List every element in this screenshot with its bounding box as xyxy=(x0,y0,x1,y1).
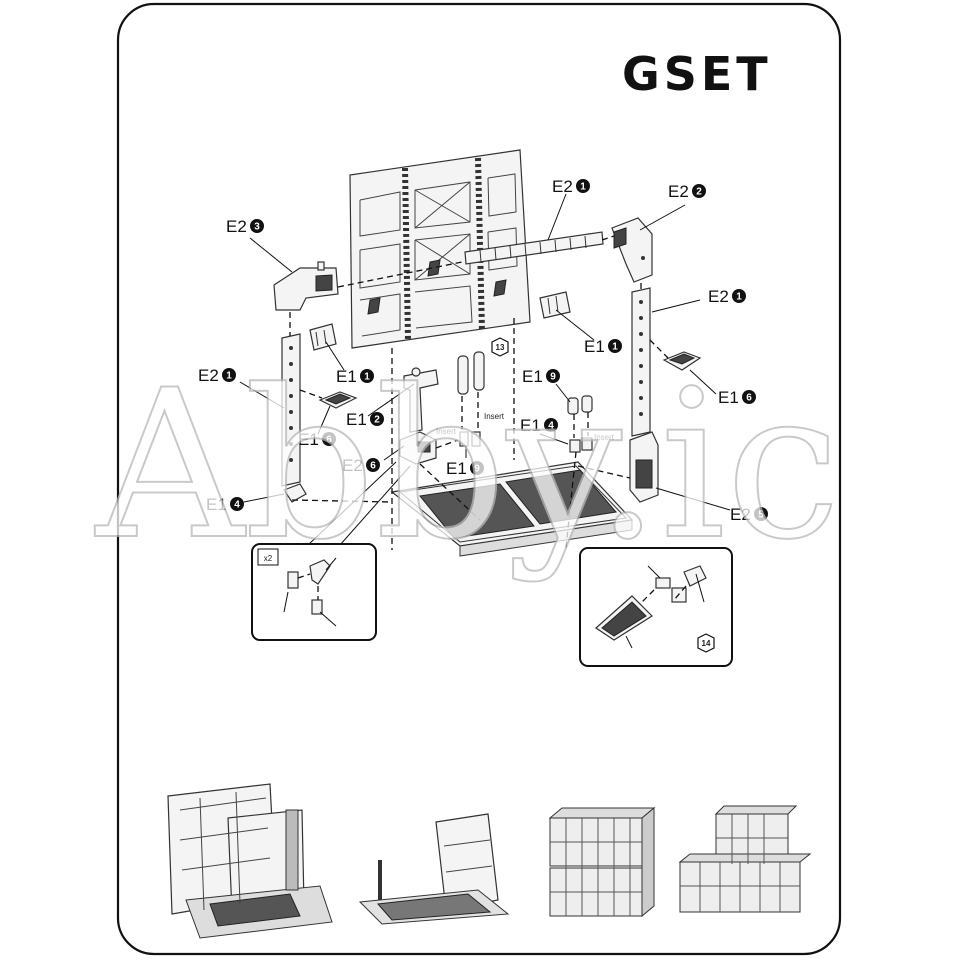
thumbnail-stacked-crates xyxy=(548,806,656,918)
part-number: 4 xyxy=(548,421,554,432)
detail-box-clip-assembly: 14 xyxy=(579,547,733,667)
part-label-e2-3: E2 3 xyxy=(226,217,264,236)
part-number: 9 xyxy=(474,464,480,475)
part-number: 9 xyxy=(550,372,556,383)
thumbnail-offset-crates xyxy=(678,805,812,913)
centre-joint-parts xyxy=(457,351,485,447)
right-base-block xyxy=(629,431,659,503)
part-number-badge xyxy=(692,184,706,198)
part-code: E2 xyxy=(552,177,573,196)
part-label-e2-1-top: E2 1 xyxy=(552,177,590,196)
part-label-e1-9-center: E1 9 xyxy=(446,459,484,478)
multiplier-label: x2 xyxy=(264,554,273,563)
part-code: E2 xyxy=(730,505,751,524)
part-number-badge xyxy=(608,339,622,353)
part-number-badge xyxy=(546,369,560,383)
part-number: 6 xyxy=(326,435,332,446)
part-code: E1 xyxy=(206,495,227,514)
part-code: E1 xyxy=(584,337,605,356)
part-label-e1-6-right: E1 6 xyxy=(718,388,756,407)
part-number-badge xyxy=(222,368,236,382)
right-pillar xyxy=(631,287,651,437)
part-label-e1-2: E1 2 xyxy=(346,410,384,429)
part-label-e2-2: E2 2 xyxy=(668,182,706,201)
assembly-guide-lines xyxy=(289,235,669,550)
insert-note-left: Insert xyxy=(436,427,457,436)
left-clip-part xyxy=(318,391,358,409)
detail-box-joint-assembly: x2 xyxy=(251,543,377,641)
part-number-badge xyxy=(250,219,264,233)
part-code: E1 xyxy=(336,367,357,386)
part-number-badge xyxy=(470,461,484,475)
part-number: 1 xyxy=(364,372,370,383)
part-number-badge xyxy=(366,458,380,472)
thumbnail-full-set xyxy=(167,783,333,939)
part-label-e1-1-left: E1 1 xyxy=(336,367,374,386)
part-number: 3 xyxy=(254,222,260,233)
left-foot-connector xyxy=(283,483,307,503)
part-code: E1 xyxy=(718,388,739,407)
part-number-badge xyxy=(742,390,756,404)
part-label-e1-4-left: E1 4 xyxy=(206,495,244,514)
part-label-e2-6: E2 6 xyxy=(342,456,380,475)
part-label-e2-1-right: E2 1 xyxy=(708,287,746,306)
left-corner-block xyxy=(273,261,339,311)
part-number: 4 xyxy=(234,500,240,511)
part-number-badge xyxy=(754,507,768,521)
part-number: 1 xyxy=(736,292,742,303)
part-code: E1 xyxy=(522,367,543,386)
part-label-e2-1-left: E2 1 xyxy=(198,366,236,385)
right-clip-part xyxy=(662,351,702,371)
part-number: 6 xyxy=(370,461,376,472)
part-number: 5 xyxy=(758,510,764,521)
svg-text:14: 14 xyxy=(702,639,711,648)
thumbnail-corner-wall xyxy=(358,813,510,925)
part-number-badge xyxy=(230,497,244,511)
part-code: E1 xyxy=(298,430,319,449)
part-number-badge xyxy=(732,289,746,303)
insert-note-right: Insert xyxy=(594,433,615,442)
part-number-badge xyxy=(544,418,558,432)
part-label-e1-4-mid: E1 4 xyxy=(520,416,558,435)
centre-base-block xyxy=(399,431,437,465)
part-code: E2 xyxy=(708,287,729,306)
part-code: E1 xyxy=(520,416,541,435)
step-13-badge: 13 xyxy=(491,337,509,357)
step-14-badge: 14 xyxy=(697,633,715,653)
part-label-e1-9-mid: E1 9 xyxy=(522,367,560,386)
part-number-badge xyxy=(576,179,590,193)
label-leader-lines xyxy=(239,193,731,546)
part-number-badge xyxy=(322,432,336,446)
brand-logo: GSET xyxy=(622,47,772,101)
right-bracket xyxy=(539,291,571,319)
right-corner-block xyxy=(611,217,653,283)
part-number: 1 xyxy=(226,371,232,382)
floor-plate xyxy=(390,461,634,557)
part-number-badge xyxy=(360,369,374,383)
insert-note-centre: Insert xyxy=(484,412,505,421)
part-code: E2 xyxy=(226,217,247,236)
part-code: E2 xyxy=(668,182,689,201)
part-code: E2 xyxy=(342,456,363,475)
part-number: 1 xyxy=(612,342,618,353)
back-wall-panel xyxy=(349,149,531,349)
part-number: 2 xyxy=(696,187,702,198)
part-label-e1-1-right: E1 1 xyxy=(584,337,622,356)
left-bracket xyxy=(309,323,337,351)
part-code: E1 xyxy=(446,459,467,478)
part-number: 2 xyxy=(374,415,380,426)
right-joint-parts xyxy=(567,395,593,453)
part-label-e2-5: E2 5 xyxy=(730,505,768,524)
part-number: 1 xyxy=(580,182,586,193)
part-code: E1 xyxy=(346,410,367,429)
part-code: E2 xyxy=(198,366,219,385)
left-pillar xyxy=(281,333,301,487)
watermark-text: Abby.ic xyxy=(94,347,841,585)
svg-text:13: 13 xyxy=(496,343,505,352)
top-beam-part xyxy=(464,231,604,265)
part-number: 6 xyxy=(746,393,752,404)
part-label-e1-6-left: E1 6 xyxy=(298,430,336,449)
part-number-badge xyxy=(370,412,384,426)
